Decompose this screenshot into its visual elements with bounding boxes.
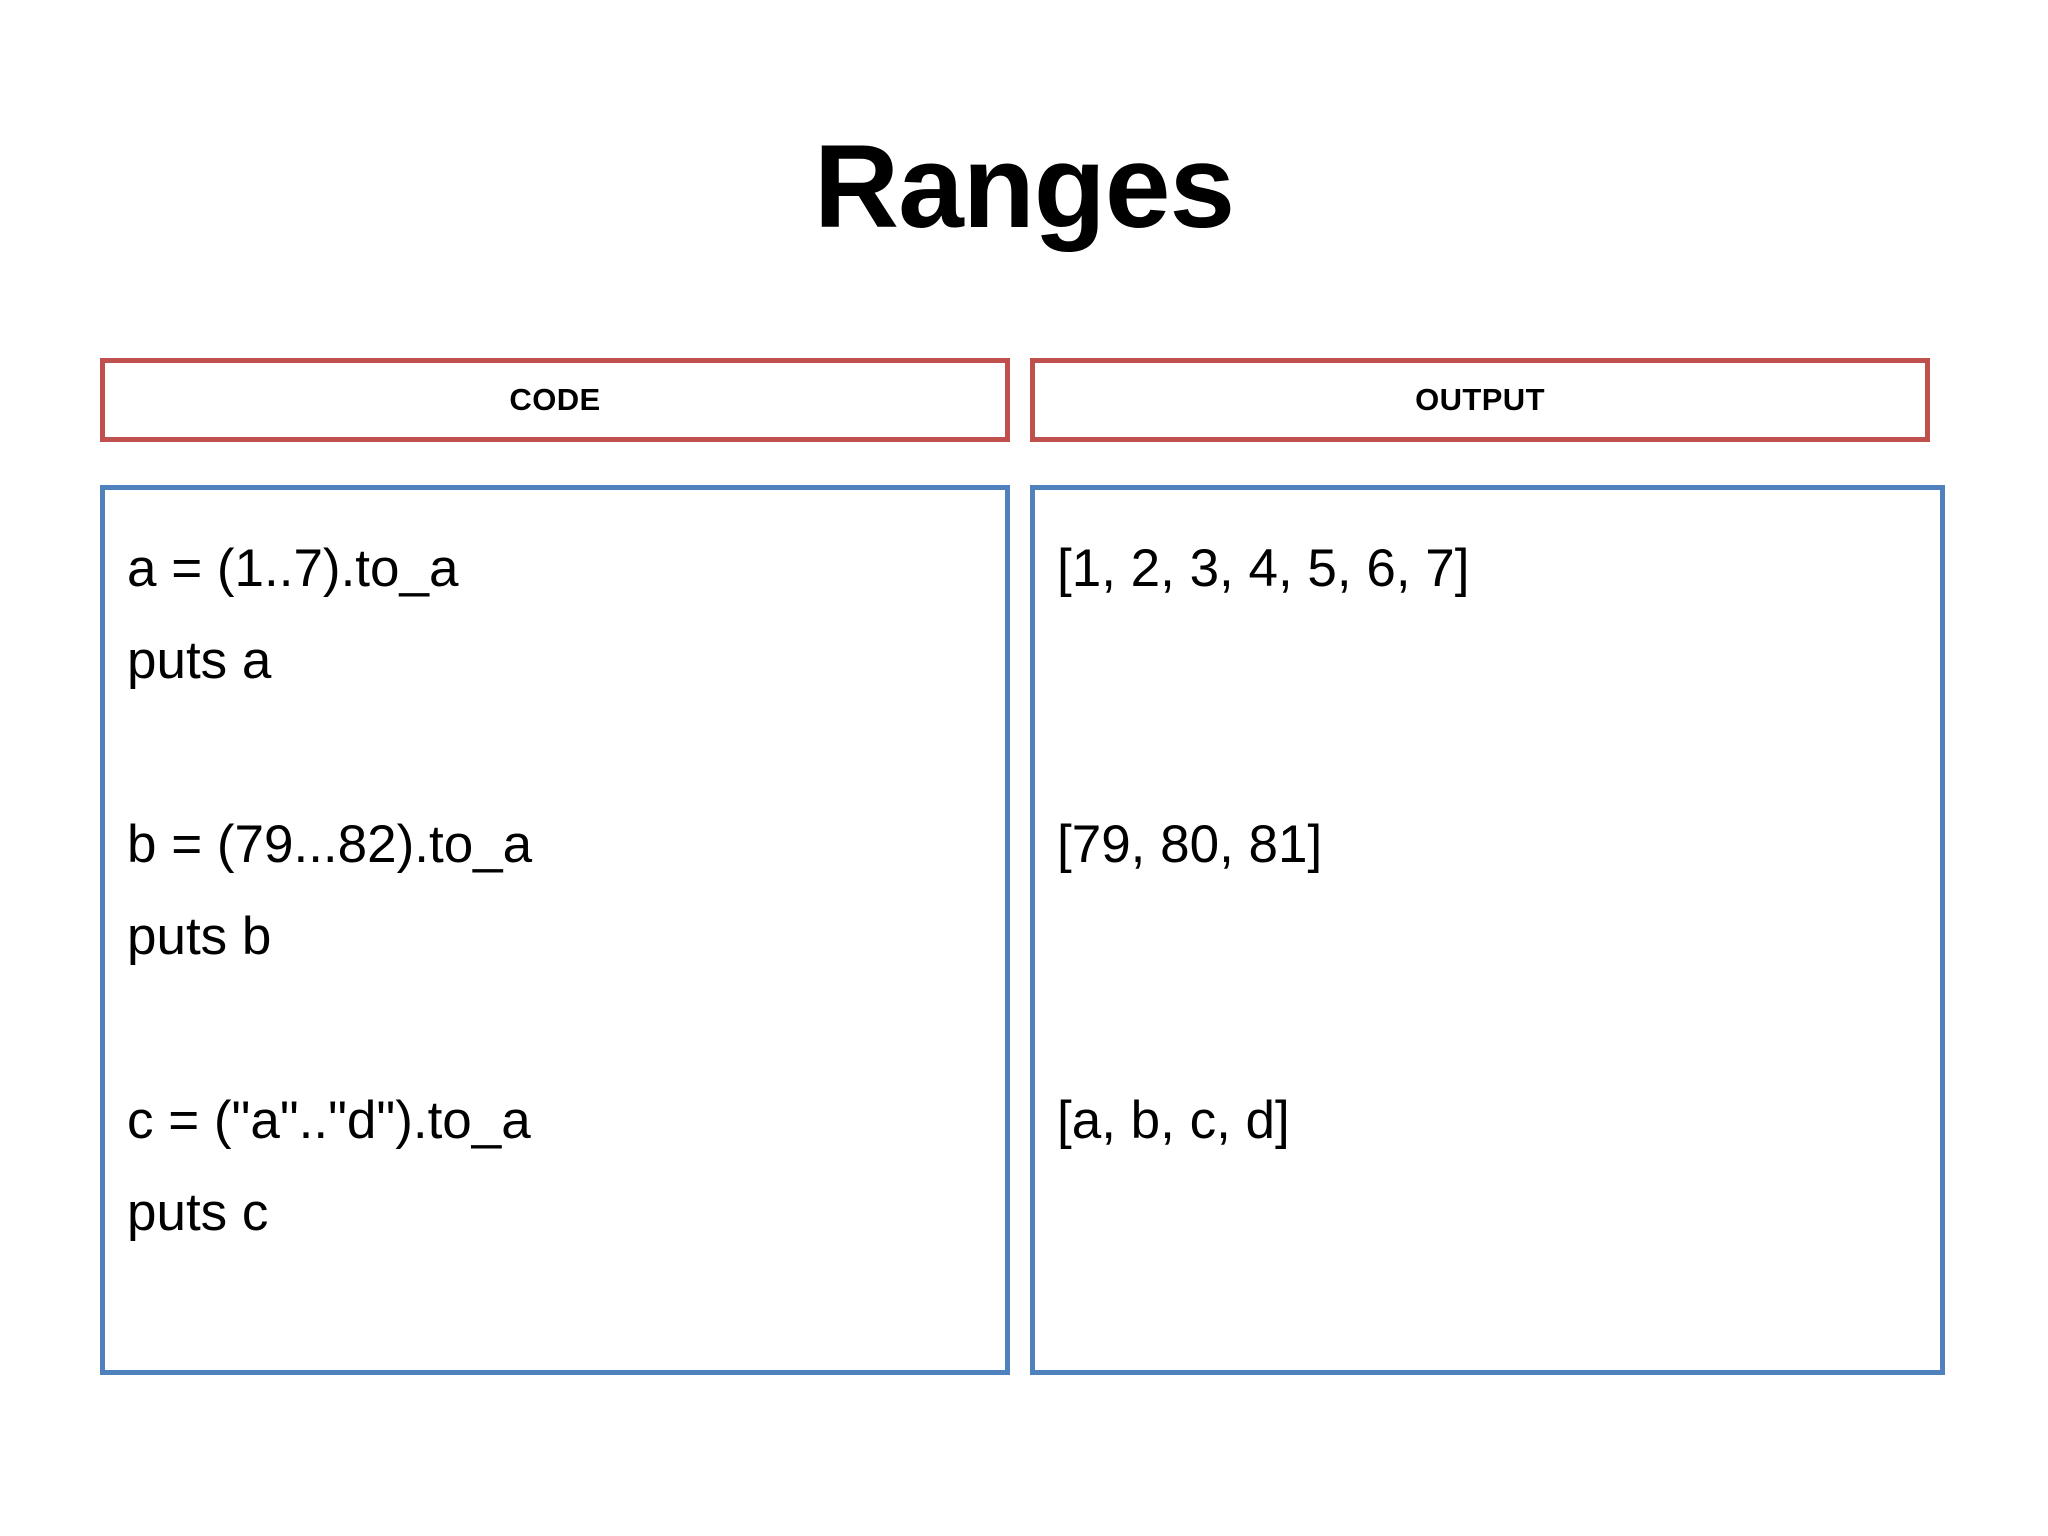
code-line: c = ("a".."d").to_a bbox=[127, 1091, 531, 1150]
output-line: [a, b, c, d] bbox=[1057, 1091, 1290, 1150]
output-line-spacer bbox=[1057, 891, 1940, 983]
code-line: b = (79...82).to_a bbox=[127, 815, 533, 874]
output-column-header: OUTPUT bbox=[1030, 358, 1930, 442]
output-line-spacer bbox=[1057, 707, 1940, 799]
output-line-spacer bbox=[1057, 983, 1940, 1075]
output-header-label: OUTPUT bbox=[1415, 382, 1545, 417]
code-line: puts a bbox=[127, 631, 272, 690]
output-line: [79, 80, 81] bbox=[1057, 815, 1323, 874]
code-header-label: CODE bbox=[509, 382, 601, 417]
code-column-header: CODE bbox=[100, 358, 1010, 442]
code-line-spacer bbox=[127, 707, 1005, 799]
code-line: puts b bbox=[127, 907, 272, 966]
code-line-list: a = (1..7).to_a puts a b = (79...82).to_… bbox=[105, 490, 1005, 1259]
output-line-list: [1, 2, 3, 4, 5, 6, 7] [79, 80, 81] [a, b… bbox=[1035, 490, 1940, 1259]
output-line: [1, 2, 3, 4, 5, 6, 7] bbox=[1057, 539, 1470, 598]
output-panel: [1, 2, 3, 4, 5, 6, 7] [79, 80, 81] [a, b… bbox=[1030, 485, 1945, 1375]
output-line-spacer bbox=[1057, 1167, 1940, 1259]
code-line: a = (1..7).to_a bbox=[127, 539, 459, 598]
code-panel: a = (1..7).to_a puts a b = (79...82).to_… bbox=[100, 485, 1010, 1375]
code-line-spacer bbox=[127, 983, 1005, 1075]
output-line-spacer bbox=[1057, 615, 1940, 707]
code-line: puts c bbox=[127, 1183, 269, 1242]
page-title: Ranges bbox=[813, 121, 1235, 253]
